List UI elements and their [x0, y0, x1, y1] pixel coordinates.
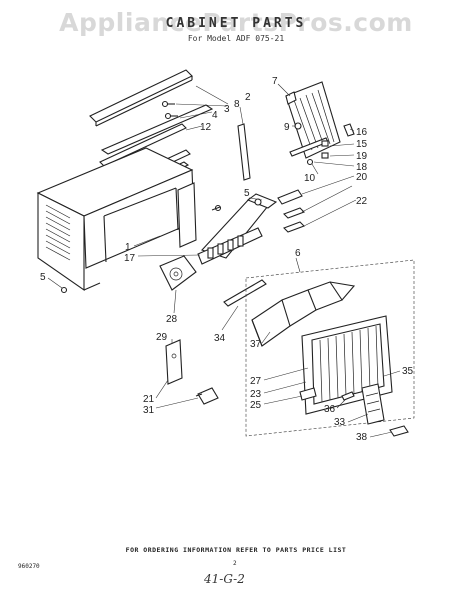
- callout-23: 23: [250, 389, 262, 400]
- small-hardware-parts: [289, 122, 355, 166]
- handwritten-note: 41-G-2: [204, 572, 245, 586]
- strip-part-34: [223, 279, 267, 307]
- motor-mount-part: [159, 255, 197, 291]
- screw-parts: [161, 100, 178, 120]
- callout-19: 19: [356, 151, 368, 162]
- callout-38: 38: [356, 432, 368, 443]
- callout-25: 25: [250, 400, 262, 411]
- callout-20: 20: [356, 172, 368, 183]
- watermark: AppliancePartsPros.com: [59, 8, 413, 37]
- electrical-box-part: [165, 339, 219, 405]
- document-code: 960270: [18, 563, 40, 570]
- callout-37: 37: [250, 339, 262, 350]
- page-number: 2: [233, 560, 237, 567]
- callout-28: 28: [166, 314, 178, 325]
- callout-22: 22: [356, 196, 368, 207]
- ordering-note: FOR ORDERING INFORMATION REFER TO PARTS …: [125, 546, 347, 554]
- callout-33: 33: [334, 417, 346, 428]
- callout-35: 35: [402, 366, 414, 377]
- callout-10: 10: [304, 173, 316, 184]
- diagram-title: CABINET PARTS: [165, 16, 307, 31]
- callout-27: 27: [250, 376, 262, 387]
- cabinet-shell-part: [36, 147, 197, 292]
- knob-and-clip-parts: [277, 189, 305, 233]
- callout-15: 15: [356, 139, 368, 150]
- model-subtitle: For Model ADF 075-21: [187, 34, 285, 43]
- callout-3: 3: [224, 104, 230, 115]
- callout-5-lower: 5: [40, 272, 46, 283]
- callout-16: 16: [356, 127, 368, 138]
- callout-labels: 2 8 3 4 12 7 9 16 15 19 18 20 10 22 5 1 …: [40, 76, 414, 443]
- callout-1: 1: [125, 242, 131, 253]
- callout-5-upper: 5: [244, 188, 250, 199]
- callout-36: 36: [324, 404, 336, 415]
- callout-17: 17: [124, 253, 136, 264]
- filter-insert-part: [341, 383, 409, 437]
- control-assembly-part: [197, 193, 278, 265]
- callout-12: 12: [200, 122, 212, 133]
- callout-18: 18: [356, 162, 368, 173]
- callout-7: 7: [272, 76, 278, 87]
- callout-6: 6: [295, 248, 301, 259]
- filter-frame-part: [251, 281, 356, 347]
- callout-leader-lines: [47, 83, 401, 438]
- callout-29: 29: [156, 332, 168, 343]
- callout-8: 8: [234, 99, 240, 110]
- callout-31: 31: [143, 405, 155, 416]
- callout-9: 9: [284, 122, 290, 133]
- bracket-bar-part: [237, 123, 251, 181]
- callout-21: 21: [143, 394, 155, 405]
- callout-2: 2: [245, 92, 251, 103]
- top-strip-part: [89, 69, 193, 127]
- callout-4: 4: [212, 110, 218, 121]
- callout-34: 34: [214, 333, 226, 344]
